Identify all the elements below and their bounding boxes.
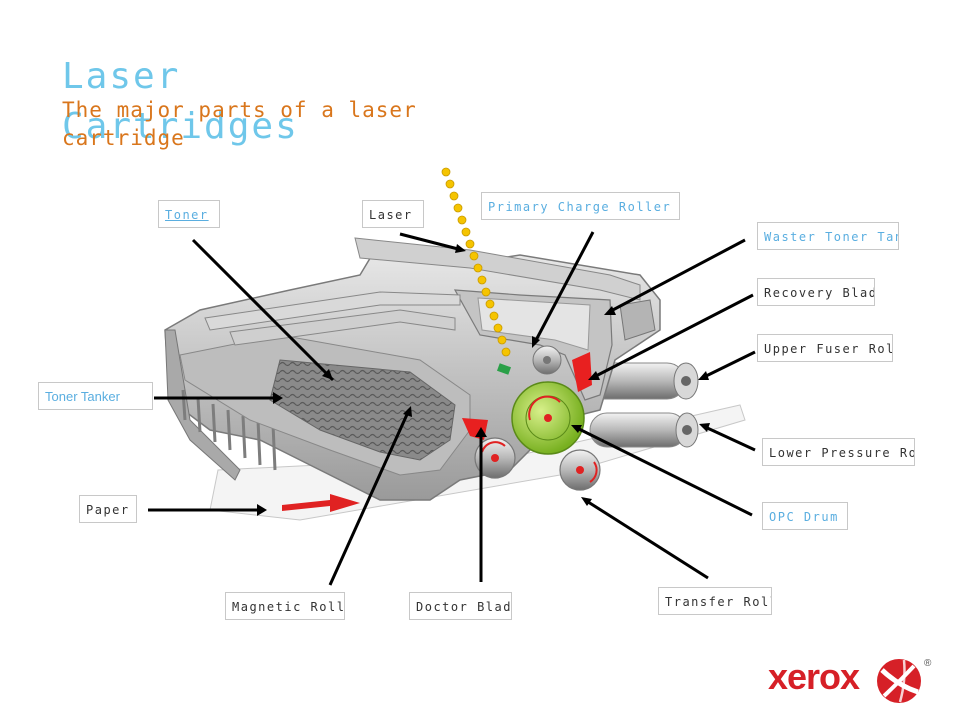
xerox-wordmark: xerox [768,656,860,697]
arrow-heads [257,244,710,516]
label-primary-charge-roller: Primary Charge Roller (PCR) [481,192,680,220]
label-toner[interactable]: Toner [158,200,220,228]
left-end-cap [164,329,241,481]
label-lower-pressure-roller: Lower Pressure Roller [762,438,915,466]
registered-mark: ® [924,658,932,669]
label-recovery-blade: Recovery Blade [757,278,875,306]
label-doctor-blade: Doctor Blade [409,592,512,620]
toner-powder [269,359,456,461]
label-opc-drum: OPC Drum [762,502,848,530]
label-waste-toner-tank: Waster Toner Tank [757,222,899,250]
label-upper-fuser-roller: Upper Fuser Roller [757,334,893,362]
slide-title: Laser Cartridges [62,56,299,147]
laser-beam [441,167,511,357]
slide-subtitle: The major parts of a laser cartridge [62,98,417,150]
paper-arrow [282,494,360,512]
label-toner-tanker: Toner Tanker [38,382,153,410]
xerox-logo: xerox ® [768,654,958,708]
label-paper: Paper [79,495,137,523]
leader-arrows [148,231,756,586]
label-laser: Laser [362,200,424,228]
recovery-blade-drawing [572,352,592,392]
label-transfer-roller: Transfer Roller [658,587,772,615]
xerox-sphere-icon [877,659,921,703]
label-magnetic-roller: Magnetic Roller [225,592,345,620]
top-cover [354,237,641,301]
